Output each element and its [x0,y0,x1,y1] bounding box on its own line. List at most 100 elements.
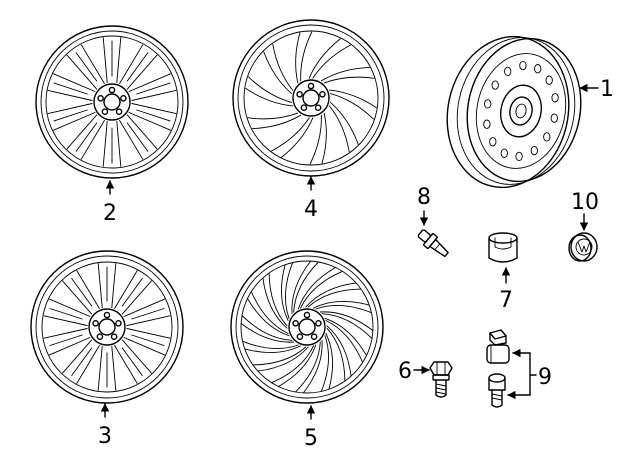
vent-hole [515,151,523,162]
spoke-edge [102,37,108,84]
spoke-edge [116,120,122,167]
spoke-edge [128,73,171,92]
spare-steel-wheel-1: 1 [446,35,614,189]
lug-hole [303,311,311,319]
spoke-edge [328,89,377,109]
callout-3: 3 [98,424,112,449]
valve-stem-8: 8 [417,185,449,258]
vent-hole [519,60,527,71]
spoke-edge [295,32,301,84]
spoke-edge [319,311,374,332]
spoke-center [131,334,165,346]
lug-hole [115,108,123,115]
spoke-edge [312,44,351,79]
vent-hole [534,64,542,74]
spoke-edge [62,280,93,315]
callout-6: 6 [398,359,412,384]
spoke-edge [281,117,314,158]
spoke-edge [244,345,301,353]
vent-hole [504,66,512,77]
spoke-edge [247,298,290,337]
lug-hole [315,319,322,327]
lug-hole [103,311,111,319]
spoke-edge [97,345,103,391]
spoke-center [75,122,98,152]
lug-hole [310,333,318,341]
lug-hole [307,82,315,90]
spoke-center [136,109,171,122]
lug-hole [110,333,118,341]
spoke-edge [309,114,322,165]
spoke-edge [119,120,144,160]
spoke-edge [62,339,93,374]
spoke-edge [43,315,88,326]
spoke-edge [252,346,307,366]
lug-hole [96,333,104,341]
spoke-edge [80,44,105,84]
spoke-edge [320,335,329,392]
callout-8: 8 [417,185,431,210]
spoke-edge [48,337,91,356]
spoke-edge [313,301,370,309]
spoke-center [126,52,149,82]
spare-wheel-vent-holes [483,60,559,162]
spoke-center [71,278,93,307]
vent-hole [491,80,499,90]
spoke-edge [330,93,374,120]
lug-hole [108,86,116,94]
spoke-edge [119,44,144,84]
spoke-center [121,278,143,307]
spoke-edge [126,315,171,326]
spoke-edge [252,114,302,130]
wheel-4-lug-holes [296,82,326,111]
spoke-edge [323,76,375,84]
spoke-edge [247,112,299,120]
spoke-edge [126,114,158,150]
alloy-wheel-4: 4 [232,19,390,222]
lug-hole [300,104,308,111]
vent-hole [500,148,508,158]
lug-hole [319,91,326,98]
lug-hole [115,319,122,327]
spoke-edge [300,31,313,82]
spoke-edge [47,89,93,101]
vent-hole [530,145,538,156]
alloy-wheel-5: 5 [230,250,384,451]
wheel-3-lug-holes [92,311,122,341]
vent-hole [543,132,551,142]
spoke-edge [102,120,108,167]
wheel-5-spokes [240,260,374,394]
wheel-3-spokes [43,263,171,391]
spoke-edge [53,73,96,92]
spoke-edge [53,112,96,131]
spoke-edge [126,328,171,339]
spoke-center [126,122,149,152]
spoke-center [49,308,83,320]
spoke-center [136,82,171,95]
wheel-5-lug-holes [292,311,322,341]
center-cap-7: 7 [488,232,518,313]
spoke-edge [307,288,362,308]
spoke-edge [268,272,288,327]
lug-hole [314,104,322,111]
spoke-edge [126,54,158,90]
spoke-edge [240,322,295,343]
spoke-edge [76,270,100,309]
spoke-edge [262,277,288,329]
spoke-edge [97,263,103,309]
spoke-edge [325,333,333,390]
spoke-edge [278,344,317,387]
lug-hole [296,91,303,98]
spoke-edge [302,339,323,394]
lug-hole [120,95,127,102]
spoke-edge [271,117,310,152]
spoke-edge [121,339,152,374]
spoke-edge [131,103,177,115]
spoke-center [131,308,165,320]
spoke-edge [330,101,359,145]
spoke-center [75,52,98,82]
spoke-edge [80,120,105,160]
callout-10: 10 [571,190,599,215]
lug-hole [92,319,99,327]
spoke-edge [242,340,299,349]
